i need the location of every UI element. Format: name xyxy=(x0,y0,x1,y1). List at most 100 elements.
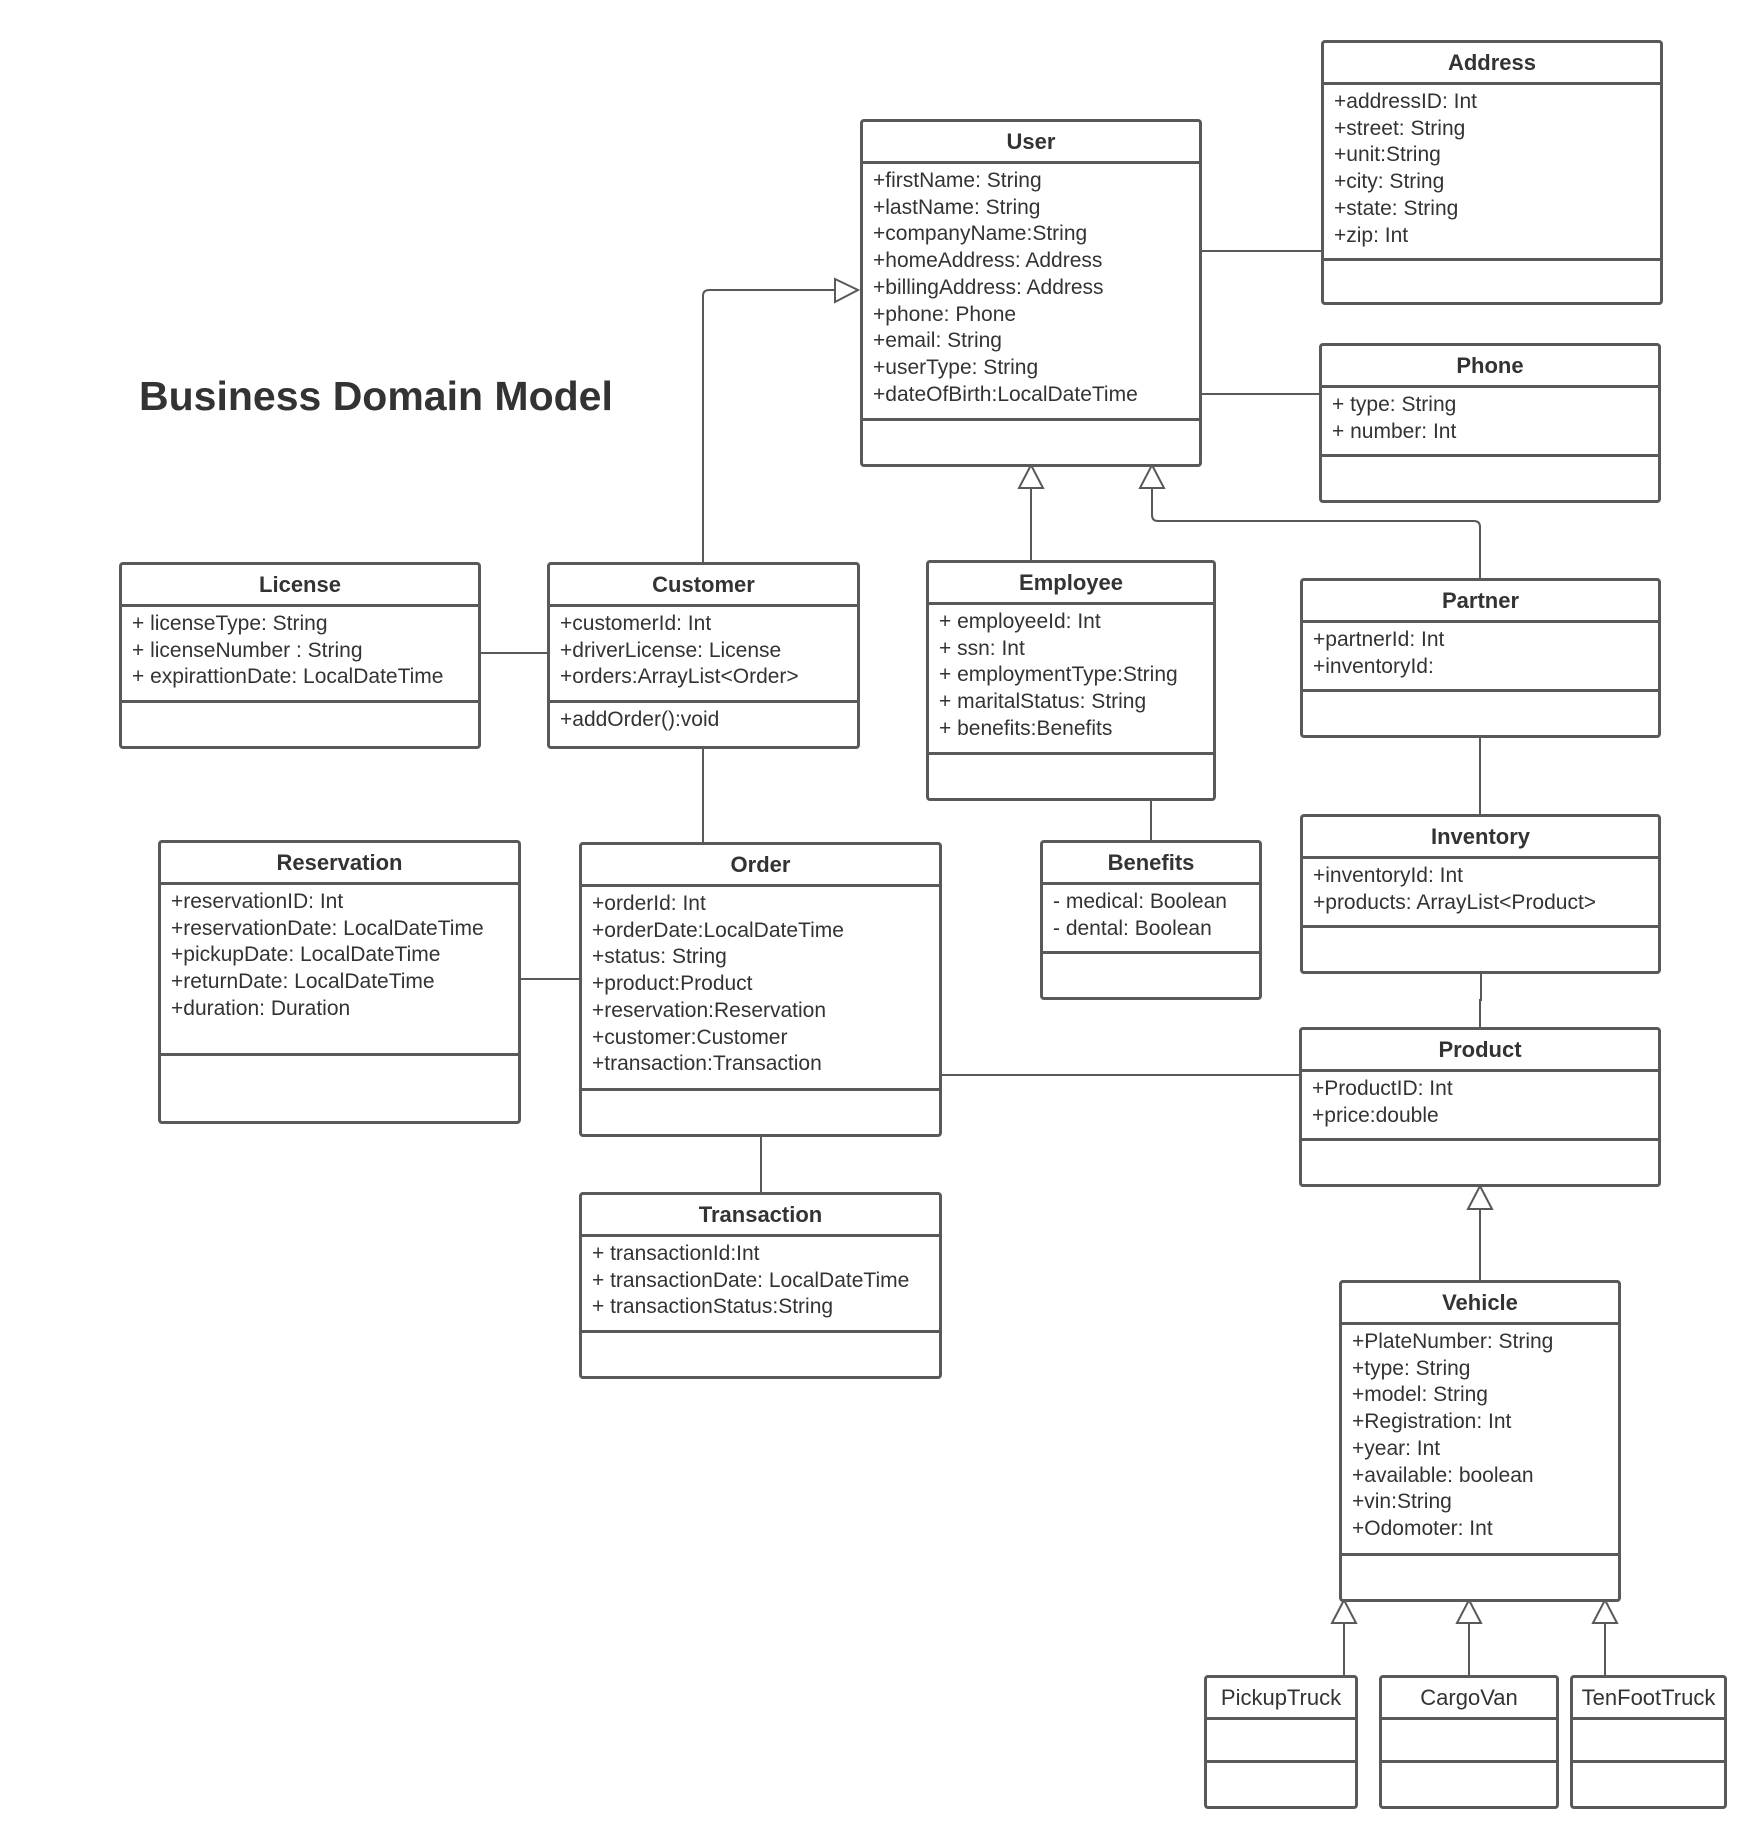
attribute: +driverLicense: License xyxy=(560,638,782,662)
attribute-compartment: + employeeId: Int+ ssn: Int+ employmentT… xyxy=(929,605,1213,755)
attribute: +reservationID: Int xyxy=(171,890,344,913)
gen-employee-user-arrow xyxy=(1017,462,1045,489)
attribute-compartment: +orderId: Int+orderDate:LocalDateTime+st… xyxy=(582,887,939,1091)
class-benefits[interactable]: Benefits- medical: Boolean- dental: Bool… xyxy=(1040,840,1262,1000)
attribute: + transactionDate: LocalDateTime xyxy=(592,1268,910,1292)
class-name: CargoVan xyxy=(1382,1678,1556,1720)
method-compartment xyxy=(582,1091,939,1134)
assoc-inventory-product xyxy=(1479,970,1482,1028)
attribute: + expirattionDate: LocalDateTime xyxy=(132,665,444,689)
class-name: Transaction xyxy=(582,1195,939,1237)
attribute: +pickupDate: LocalDateTime xyxy=(171,943,441,967)
class-name: Product xyxy=(1302,1030,1658,1072)
class-name: Address xyxy=(1324,43,1660,85)
method-compartment xyxy=(161,1056,518,1121)
gen-partner-user-arrow xyxy=(1138,462,1166,489)
attribute: +partnerId: Int xyxy=(1313,628,1445,651)
attribute: +city: String xyxy=(1334,170,1445,194)
class-user[interactable]: User+firstName: String+lastName: String+… xyxy=(860,119,1202,467)
attribute: +unit:String xyxy=(1334,143,1441,167)
method-compartment xyxy=(1324,261,1660,302)
class-order[interactable]: Order+orderId: Int+orderDate:LocalDateTi… xyxy=(579,842,942,1137)
attribute: +street: String xyxy=(1334,116,1466,140)
class-name: Order xyxy=(582,845,939,887)
attribute-compartment: +inventoryId: Int+products: ArrayList<Pr… xyxy=(1303,859,1658,928)
attribute: +customerId: Int xyxy=(560,612,712,635)
attribute: +customer:Customer xyxy=(592,1025,788,1049)
attribute-compartment xyxy=(1382,1720,1556,1763)
class-address[interactable]: Address+addressID: Int+street: String+un… xyxy=(1321,40,1663,305)
attribute-compartment: +ProductID: Int +price:double xyxy=(1302,1072,1658,1141)
class-employee[interactable]: Employee+ employeeId: Int+ ssn: Int+ emp… xyxy=(926,560,1216,801)
class-name: Reservation xyxy=(161,843,518,885)
method-compartment xyxy=(1342,1556,1618,1599)
class-pickuptruck[interactable]: PickupTruck xyxy=(1204,1675,1358,1809)
attribute: +companyName:String xyxy=(873,222,1088,246)
attribute: +reservation:Reservation xyxy=(592,998,827,1022)
attribute: +orders:ArrayList<Order> xyxy=(560,665,799,689)
attribute: +orderDate:LocalDateTime xyxy=(592,918,844,942)
method-compartment xyxy=(1303,692,1658,735)
attribute: + type: String xyxy=(1332,393,1457,416)
class-product[interactable]: Product +ProductID: Int +price:double xyxy=(1299,1027,1661,1187)
attribute: +lastName: String xyxy=(873,195,1041,219)
attribute-compartment: +firstName: String +lastName: String +comp… xyxy=(863,164,1199,421)
method-compartment xyxy=(1043,954,1259,997)
method-compartment xyxy=(929,755,1213,798)
attribute: +firstName: String xyxy=(873,169,1042,192)
attribute: +type: String xyxy=(1352,1356,1471,1380)
attribute: +Registration: Int xyxy=(1352,1410,1512,1434)
attribute-compartment xyxy=(1573,1720,1724,1763)
attribute: +returnDate: LocalDateTime xyxy=(171,970,435,994)
class-phone[interactable]: Phone+ type: String+ number: Int xyxy=(1319,343,1661,503)
class-cargovan[interactable]: CargoVan xyxy=(1379,1675,1559,1809)
method-compartment xyxy=(1573,1763,1724,1806)
attribute-compartment: +PlateNumber: String +type: String +model:… xyxy=(1342,1325,1618,1556)
attribute: + benefits:Benefits xyxy=(939,716,1113,740)
class-name: Benefits xyxy=(1043,843,1259,885)
attribute: +model: String xyxy=(1352,1383,1488,1407)
attribute: +status: String xyxy=(592,945,727,969)
attribute-compartment xyxy=(1207,1720,1355,1763)
class-license[interactable]: License+ licenseType: String+ licenseNum… xyxy=(119,562,481,749)
diagram-title: Business Domain Model xyxy=(139,373,613,419)
class-name: PickupTruck xyxy=(1207,1678,1355,1720)
method-compartment xyxy=(582,1333,939,1376)
gen-vehicle-product-arrow xyxy=(1466,1183,1494,1210)
gen-pickuptruck-vehicle-arrow xyxy=(1330,1597,1358,1624)
class-tenfoottruck[interactable]: TenFootTruck xyxy=(1570,1675,1727,1809)
gen-customer-user-arrow xyxy=(834,277,861,304)
method-compartment xyxy=(1302,1141,1658,1184)
attribute: +duration: Duration xyxy=(171,996,351,1020)
attribute: +phone: Phone xyxy=(873,302,1017,326)
attribute: + maritalStatus: String xyxy=(939,690,1147,714)
attribute: +price:double xyxy=(1312,1103,1439,1127)
method-compartment: +addOrder():void xyxy=(550,703,857,746)
gen-cargovan-vehicle-arrow xyxy=(1455,1597,1483,1624)
attribute-compartment: +reservationID: Int+reservationDate: Loc… xyxy=(161,885,518,1056)
class-name: Employee xyxy=(929,563,1213,605)
attribute: + number: Int xyxy=(1332,419,1457,443)
attribute: +inventoryId: Int xyxy=(1313,864,1464,887)
attribute: + ssn: Int xyxy=(939,636,1025,660)
class-reservation[interactable]: Reservation+reservationID: Int+reservati… xyxy=(158,840,521,1124)
attribute: +PlateNumber: String xyxy=(1352,1330,1554,1353)
attribute: + licenseType: String xyxy=(132,612,328,635)
attribute: +userType: String xyxy=(873,355,1039,379)
class-customer[interactable]: Customer+customerId: Int+driverLicense: … xyxy=(547,562,860,749)
gen-tenfoottruck-vehicle-arrow xyxy=(1591,1597,1619,1624)
class-inventory[interactable]: Inventory+inventoryId: Int+products: Arr… xyxy=(1300,814,1661,974)
attribute-compartment: + licenseType: String + licenseNumber : S… xyxy=(122,607,478,703)
attribute-compartment: +customerId: Int +driverLicense: License +… xyxy=(550,607,857,703)
class-transaction[interactable]: Transaction + transactionId:Int + transact… xyxy=(579,1192,942,1379)
attribute: + licenseNumber : String xyxy=(132,638,363,662)
attribute: +ProductID: Int xyxy=(1312,1077,1453,1100)
attribute: - dental: Boolean xyxy=(1053,916,1212,940)
method-compartment xyxy=(1322,457,1658,500)
attribute: + transactionId:Int xyxy=(592,1242,760,1265)
class-vehicle[interactable]: Vehicle+PlateNumber: String+type: String… xyxy=(1339,1280,1621,1602)
class-name: TenFootTruck xyxy=(1573,1678,1724,1720)
attribute: + employmentType:String xyxy=(939,663,1178,687)
method-compartment xyxy=(1207,1763,1355,1806)
class-partner[interactable]: Partner+partnerId: Int+inventoryId: xyxy=(1300,578,1661,738)
